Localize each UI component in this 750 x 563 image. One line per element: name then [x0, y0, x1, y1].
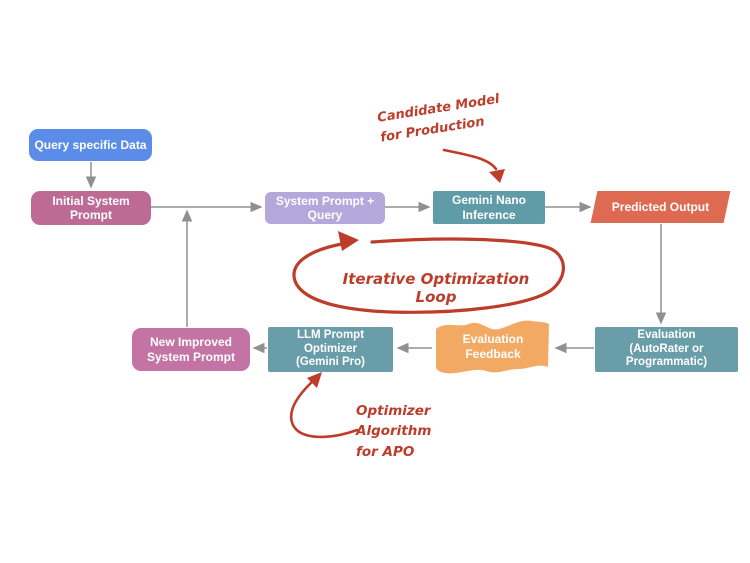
node-predicted-output: Predicted Output	[590, 191, 731, 223]
optimizer-note-arrow	[290, 377, 359, 439]
node-label-line: Evaluation	[637, 329, 696, 342]
node-label-line: Programmatic)	[625, 356, 708, 369]
node-label: Query specific Data	[34, 137, 147, 152]
node-label-line: Prompt	[70, 208, 112, 222]
annotation-iterative-optimization-loop: Iterative Optimization Loop	[342, 270, 530, 306]
node-label: Predicted Output	[611, 199, 710, 214]
node-evaluation-autorater: Evaluation (AutoRater or Programmatic)	[595, 327, 738, 372]
annotation-line: Optimizer	[356, 403, 431, 419]
node-label-line: Evaluation	[462, 332, 524, 346]
node-new-improved-system-prompt: New Improved System Prompt	[132, 328, 250, 371]
node-label-line: Initial System	[52, 193, 130, 208]
candidate-model-arrowhead	[489, 169, 505, 183]
node-evaluation-feedback: Evaluation Feedback	[433, 318, 553, 376]
annotation-optimizer-algorithm: Optimizer Algorithm for APO	[356, 401, 431, 462]
iterative-loop-arrowhead	[338, 231, 359, 251]
node-initial-system-prompt: Initial System Prompt	[31, 191, 151, 225]
annotation-line: Algorithm	[356, 423, 432, 440]
candidate-model-arrow	[442, 148, 498, 171]
node-label-line: (Gemini Pro)	[295, 356, 365, 369]
node-llm-prompt-optimizer: LLM Prompt Optimizer (Gemini Pro)	[268, 327, 393, 372]
node-label-line: LLM Prompt	[296, 329, 365, 342]
node-system-prompt-plus-query: System Prompt + Query	[265, 192, 385, 224]
node-query-specific-data: Query specific Data	[29, 129, 152, 161]
node-label-line: System Prompt +	[275, 193, 375, 208]
annotation-line: for APO	[356, 443, 415, 460]
iterative-loop-oval	[292, 237, 565, 314]
wavy-flag-shape	[436, 320, 549, 374]
node-label-line: Optimizer	[303, 342, 358, 355]
node-label-line: (AutoRater or	[629, 342, 704, 355]
node-label-line: System Prompt	[146, 349, 236, 364]
optimizer-note-arrowhead	[307, 372, 322, 388]
node-label-line: Gemini Nano	[451, 193, 526, 208]
node-gemini-nano-inference: Gemini Nano Inference	[433, 191, 545, 224]
node-label-line: Query	[307, 208, 343, 222]
node-label-line: Feedback	[465, 347, 521, 361]
node-label-line: New Improved	[149, 335, 233, 350]
node-label-line: Inference	[462, 207, 516, 222]
